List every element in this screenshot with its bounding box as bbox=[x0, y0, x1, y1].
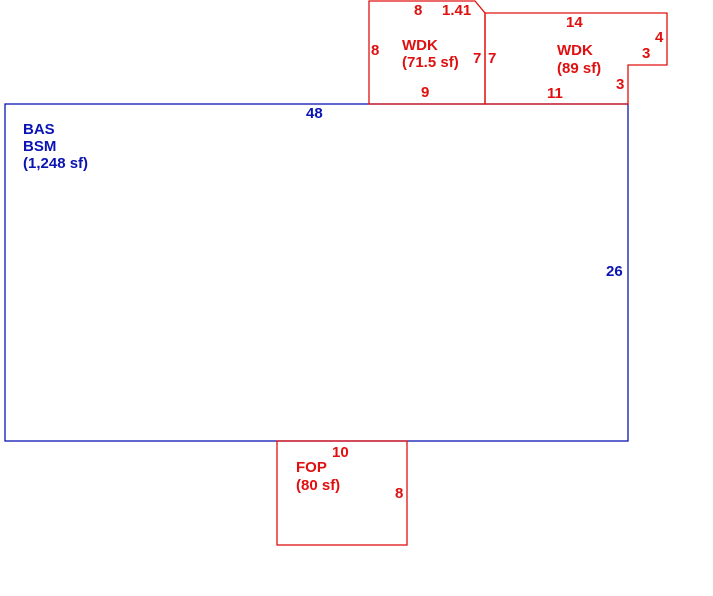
deck-right-dim-bottom: 11 bbox=[547, 85, 563, 102]
main-area-size: (1,248 sf) bbox=[23, 155, 88, 172]
main-area-dim-top: 48 bbox=[306, 105, 323, 122]
deck-left-dim-left: 8 bbox=[371, 42, 379, 59]
porch-size: (80 sf) bbox=[296, 477, 340, 494]
deck-left-size: (71.5 sf) bbox=[402, 54, 459, 71]
deck-right-dim-right-lower: 3 bbox=[616, 76, 624, 93]
main-area-dim-right: 26 bbox=[606, 263, 623, 280]
porch-code: FOP bbox=[296, 459, 327, 476]
deck-left-dim-bottom: 9 bbox=[421, 84, 429, 101]
deck-left-dim-right: 7 bbox=[473, 50, 481, 67]
deck-right-dim-step: 3 bbox=[642, 45, 650, 62]
deck-right-outline bbox=[484, 12, 668, 105]
porch-dim-right: 8 bbox=[395, 485, 403, 502]
deck-left-code: WDK bbox=[402, 37, 438, 54]
porch-outline bbox=[276, 440, 408, 546]
deck-right-size: (89 sf) bbox=[557, 60, 601, 77]
deck-left-dim-diagonal: 1.41 bbox=[442, 2, 471, 19]
main-area-code-2: BSM bbox=[23, 138, 56, 155]
deck-right-dim-right-upper: 4 bbox=[655, 29, 664, 46]
porch-dim-top: 10 bbox=[332, 444, 349, 461]
main-area-outline bbox=[4, 103, 629, 442]
deck-right-code: WDK bbox=[557, 42, 593, 59]
deck-right-dim-top: 14 bbox=[566, 14, 583, 31]
deck-right-dim-left: 7 bbox=[488, 50, 496, 67]
main-area-code-1: BAS bbox=[23, 121, 55, 138]
deck-left-dim-top: 8 bbox=[414, 2, 422, 19]
